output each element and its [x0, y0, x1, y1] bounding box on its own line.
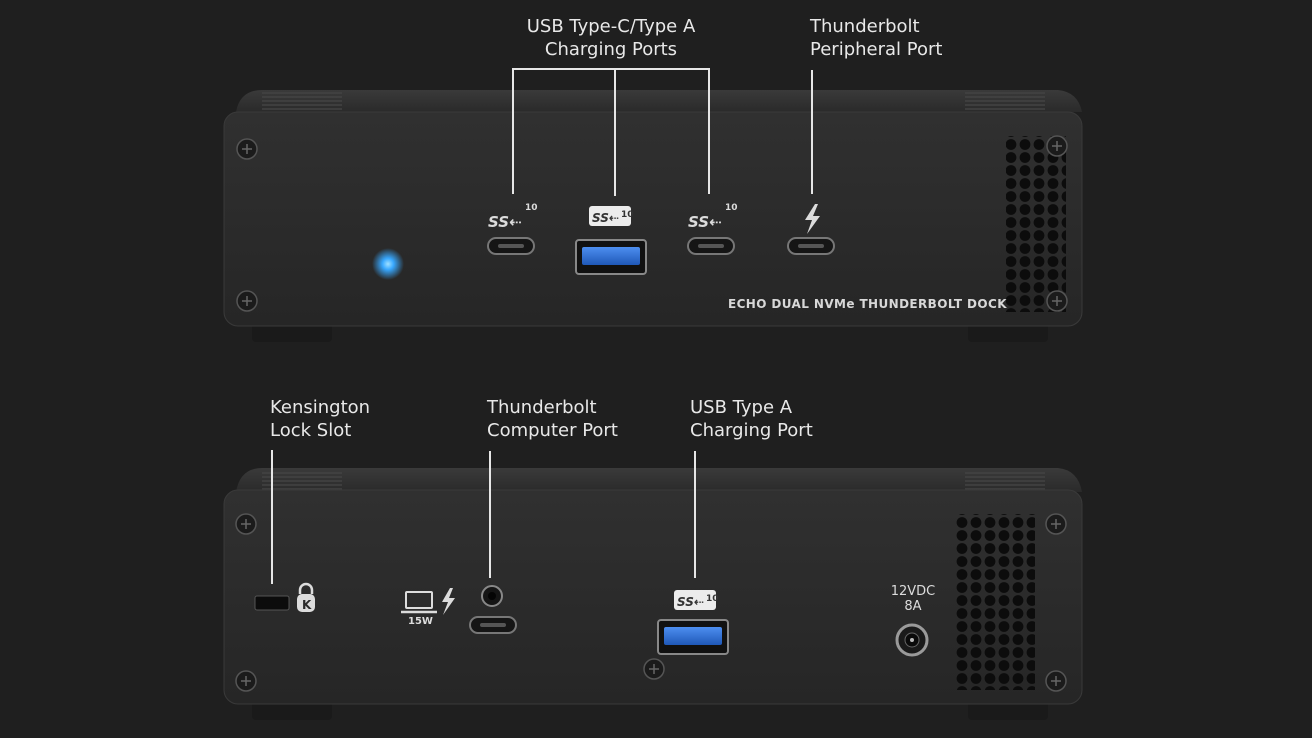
- front-top-surface: [236, 90, 1082, 112]
- superspeed-icon: SS⇠: [688, 213, 722, 231]
- front-thunderbolt-port: [787, 204, 835, 255]
- front-foot-left: [252, 322, 332, 342]
- rear-foot-left: [252, 700, 332, 720]
- rear-usb-a-port: SS⇠: [657, 590, 729, 655]
- front-panel: [223, 111, 1083, 327]
- charging-superspeed-icon: [589, 206, 631, 226]
- front-foot-right: [968, 322, 1048, 342]
- thunderbolt-icon: [805, 204, 820, 234]
- superspeed-icon: SS⇠: [488, 213, 522, 231]
- rear-leader-lines: [271, 450, 696, 584]
- svg-text:SS⇠: SS⇠: [592, 211, 619, 225]
- laptop-icon: [401, 591, 437, 614]
- audio-jack: [481, 585, 503, 607]
- kensington-slot: K: [254, 582, 315, 612]
- port-speed-mark: 10: [706, 594, 719, 604]
- label-kensington-lock-slot: Kensington Lock Slot: [270, 397, 371, 441]
- label-thunderbolt-computer-port: Thunderbolt Computer Port: [487, 397, 618, 441]
- port-speed-mark: 10: [621, 210, 634, 220]
- status-led: [372, 248, 404, 280]
- rear-top-surface: [236, 468, 1082, 492]
- dc-power-jack: [895, 623, 929, 657]
- port-speed-mark: 10: [725, 203, 738, 213]
- power-watts-text: 15W: [408, 616, 433, 627]
- front-usb-a-port: SS⇠: [575, 206, 647, 275]
- front-usb-c-port-1: SS⇠: [487, 213, 535, 255]
- svg-text:K: K: [302, 598, 312, 612]
- label-thunderbolt-peripheral-port: Thunderbolt Peripheral Port: [810, 16, 943, 60]
- svg-text:SS⇠: SS⇠: [677, 595, 704, 609]
- rear-foot-right: [968, 700, 1048, 720]
- lock-icon: K: [297, 582, 315, 612]
- front-dock-face: SS⇠ SS⇠ SS⇠: [223, 68, 1083, 342]
- rear-dock-face: K SS⇠: [223, 450, 1083, 720]
- front-leader-lines: [512, 68, 813, 196]
- charging-superspeed-icon: [674, 590, 716, 610]
- rear-panel: [223, 489, 1083, 705]
- power-spec-text: 12VDC 8A: [890, 584, 936, 614]
- rear-vent-grille: [955, 514, 1035, 690]
- rear-thunderbolt-port: [469, 616, 517, 634]
- front-vent-grille: [1006, 136, 1066, 312]
- front-usb-c-port-2: SS⇠: [687, 213, 735, 255]
- label-usb-charging-ports: USB Type-C/Type A Charging Ports: [526, 16, 696, 60]
- label-usb-type-a-charging-port: USB Type A Charging Port: [690, 397, 813, 441]
- thunderbolt-icon: [442, 588, 455, 615]
- port-speed-mark: 10: [525, 203, 538, 213]
- model-name-text: ECHO DUAL NVMe THUNDERBOLT DOCK: [728, 297, 1007, 311]
